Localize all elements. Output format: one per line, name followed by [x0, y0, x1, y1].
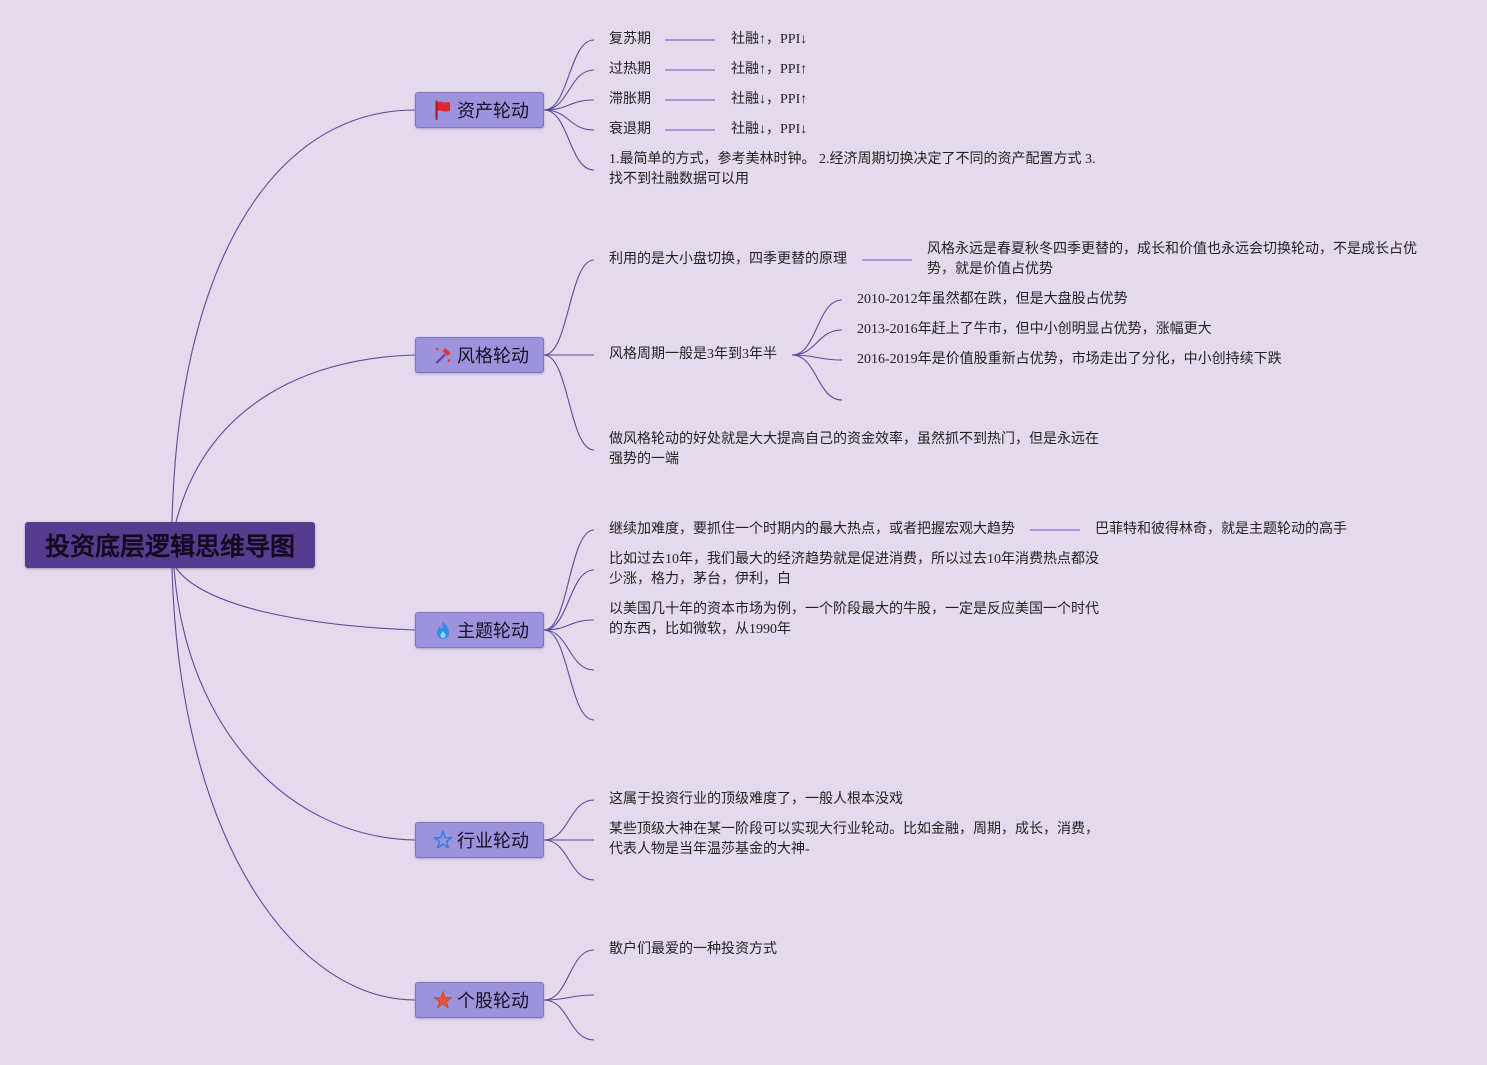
topic-theme-hotspot: 继续加难度，要抓住一个时期内的最大热点，或者把握宏观大趋势: [609, 522, 1015, 537]
topic-industry-masters: 某些顶级大神在某一阶段可以实现大行业轮动。比如金融，周期，成长，消费，代表人物是…: [609, 822, 1099, 857]
topic-cycle-2010-2012: 2010-2012年虽然都在跌，但是大盘股占优势: [857, 292, 1128, 307]
edge-theme-to-empty-topic-1: [543, 629, 595, 671]
topic-theme-hotspot-detail: 巴菲特和彼得林奇，就是主题轮动的高手: [1095, 522, 1347, 537]
edge-theme-to-us-market: [543, 619, 595, 631]
edge-style-to-principle: [543, 259, 595, 356]
topic-stock-retail: 散户们最爱的一种投资方式: [609, 942, 777, 957]
topic-stagflation-detail: 社融↓，PPI↑: [731, 92, 808, 107]
topic-stagflation: 滞胀期: [609, 92, 651, 107]
edge-theme-to-consumption: [543, 569, 595, 631]
edge-asset-to-recovery: [543, 39, 595, 111]
root-topic-label: 投资底层逻辑思维导图: [44, 533, 295, 561]
hammer-icon: [433, 345, 453, 365]
branch-topic-theme-rotation: 主题轮动: [415, 612, 544, 648]
topic-style-benefit: 做风格轮动的好处就是大大提高自己的资金效率，虽然抓不到热门，但是永远在强势的一端: [609, 432, 1099, 467]
topic-recovery-detail: 社融↑，PPI↓: [731, 32, 808, 47]
branch-topic-label: 行业轮动: [457, 831, 529, 851]
topic-industry-difficulty: 这属于投资行业的顶级难度了，一般人根本没戏: [609, 792, 903, 807]
branch-topic-asset-rotation: 资产轮动: [415, 92, 544, 128]
topic-recovery: 复苏期: [609, 32, 651, 47]
edge-theme-to-hotspot: [543, 529, 595, 631]
topic-recession-detail: 社融↓，PPI↓: [731, 122, 808, 137]
branch-topic-label: 个股轮动: [457, 991, 529, 1011]
topic-overheat-detail: 社融↑，PPI↑: [731, 62, 808, 77]
edge-cycle-to-2010: [791, 299, 843, 356]
edge-asset-to-note: [543, 109, 595, 171]
edge-root-to-asset-rotation: [171, 109, 416, 523]
edge-root-to-stock-rotation: [171, 567, 416, 1001]
root-topic: 投资底层逻辑思维导图: [25, 522, 315, 568]
branch-topic-stock-rotation: 个股轮动: [415, 982, 544, 1018]
edge-root-to-industry-rotation: [173, 567, 416, 841]
edge-asset-to-stagflation: [543, 99, 595, 111]
edge-stock-to-empty-topic-1: [543, 994, 595, 1001]
topic-style-principle-detail: 风格永远是春夏秋冬四季更替的，成长和价值也永远会切换轮动，不是成长占优势，就是价…: [927, 242, 1417, 277]
edge-cycle-to-empty-topic: [791, 354, 843, 401]
topic-asset-note: 1.最简单的方式，参考美林时钟。 2.经济周期切换决定了不同的资产配置方式 3.…: [609, 152, 1096, 187]
topic-recession: 衰退期: [609, 122, 651, 137]
branch-topic-label: 主题轮动: [457, 621, 529, 641]
edge-stock-to-empty-topic-2: [543, 999, 595, 1041]
topic-theme-us-market: 以美国几十年的资本市场为例，一个阶段最大的牛股，一定是反应美国一个时代的东西，比…: [609, 602, 1099, 637]
edge-root-to-style-rotation: [175, 354, 416, 523]
branch-topic-label: 资产轮动: [457, 101, 529, 121]
topic-cycle-2016-2019: 2016-2019年是价值股重新占优势，市场走出了分化，中小创持续下跌: [857, 352, 1282, 367]
topic-style-principle: 利用的是大小盘切换，四季更替的原理: [609, 252, 847, 267]
edge-cycle-to-2013: [791, 329, 843, 356]
edge-asset-to-recession: [543, 109, 595, 131]
edge-industry-to-difficulty: [543, 799, 595, 841]
edge-root-to-theme-rotation: [175, 567, 416, 631]
topic-cycle-2013-2016: 2013-2016年赶上了牛市，但中小创明显占优势，涨幅更大: [857, 322, 1212, 337]
branch-topic-industry-rotation: 行业轮动: [415, 822, 544, 858]
edge-cycle-to-2016: [791, 354, 843, 361]
flag-icon: [433, 100, 453, 120]
star-outline-icon: [433, 830, 453, 850]
flame-icon: [433, 620, 453, 640]
topic-theme-consumption: 比如过去10年，我们最大的经济趋势就是促进消费，所以过去10年消费热点都没少涨，…: [609, 552, 1099, 587]
edge-theme-to-empty-topic-2: [543, 629, 595, 721]
branch-topic-label: 风格轮动: [457, 346, 529, 366]
branch-topic-style-rotation: 风格轮动: [415, 337, 544, 373]
edge-style-to-benefit: [543, 354, 595, 451]
topic-style-cycle: 风格周期一般是3年到3年半: [609, 347, 777, 362]
edge-asset-to-overheat: [543, 69, 595, 111]
star-icon: [433, 990, 453, 1010]
edge-industry-to-empty-topic: [543, 839, 595, 881]
edge-stock-to-retail: [543, 949, 595, 1001]
topic-overheat: 过热期: [609, 62, 651, 77]
